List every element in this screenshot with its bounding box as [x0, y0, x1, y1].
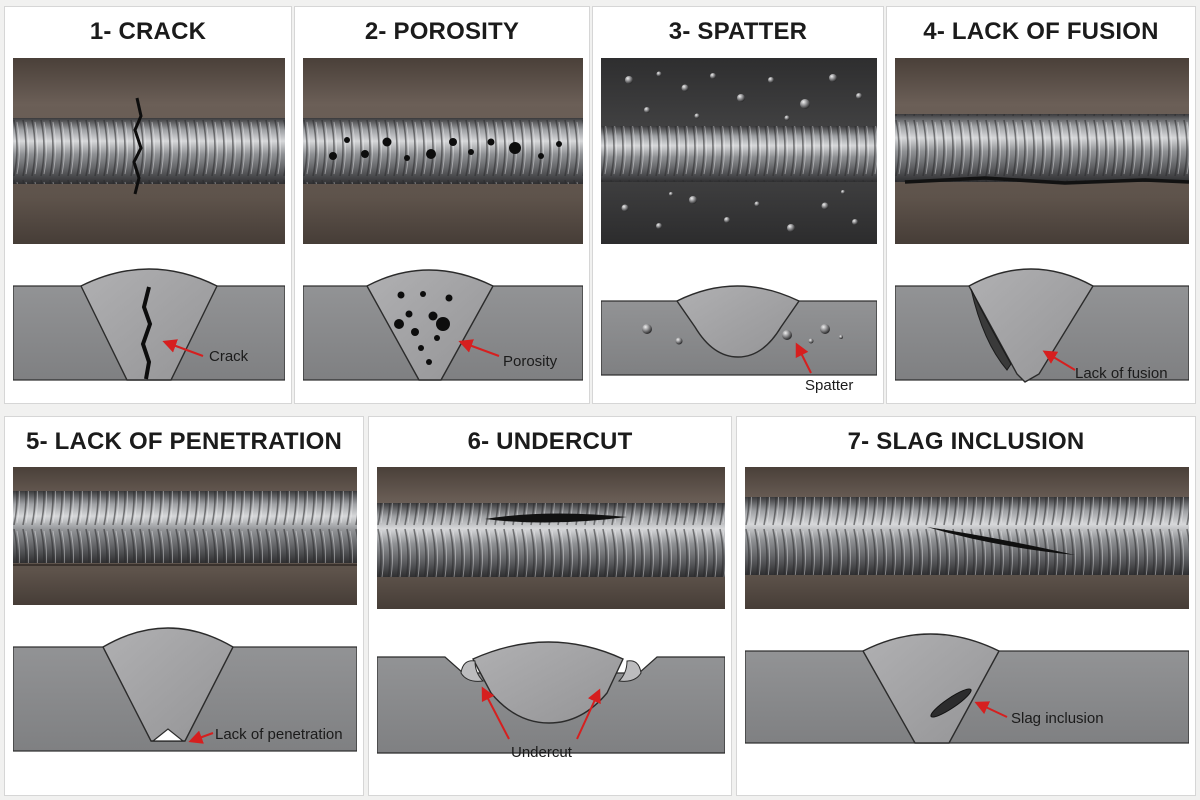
weld-diagram-porosity: Porosity: [303, 269, 583, 381]
undercut-defect-left: [460, 660, 485, 682]
defect-label: Undercut: [511, 744, 573, 761]
weld-photo-lack-of-penetration: [13, 467, 357, 605]
weld-diagram-crack: Crack: [13, 268, 285, 381]
spatter-icon: [621, 71, 862, 232]
defect-label: Slag inclusion: [1011, 710, 1104, 727]
slag-inclusion-icon: [927, 527, 1075, 555]
lack-of-fusion-icon: [904, 176, 1189, 185]
crack-defect: [140, 286, 153, 380]
defect-label: Crack: [209, 348, 249, 365]
defect-label: Lack of fusion: [1075, 365, 1168, 382]
panel-spatter: 3- SPATTER Spatter: [592, 6, 884, 404]
lack-of-fusion-defect: [970, 288, 1012, 371]
weld-diagram-slag-inclusion: Slag inclusion: [745, 633, 1189, 744]
panel-crack: 1- CRACK Crack: [4, 6, 292, 404]
porosity-defect: [394, 291, 453, 365]
weld-diagram-spatter: Spatter: [601, 285, 877, 394]
panel-title: 1- CRACK: [89, 18, 207, 45]
defect-label: Spatter: [805, 377, 853, 394]
crack-icon: [132, 97, 143, 195]
weld-photo-crack: [13, 58, 285, 244]
panel-title: 7- SLAG INCLUSION: [847, 428, 1085, 455]
panel-undercut: 6- UNDERCUT Undercut: [368, 416, 732, 796]
weld-diagram-lack-of-fusion: Lack of fusion: [895, 268, 1189, 383]
defect-label: Lack of penetration: [215, 726, 343, 743]
porosity-icon: [329, 137, 562, 161]
undercut-defect-right: [617, 660, 642, 682]
panel-porosity: 2- POROSITY Porosity: [294, 6, 590, 404]
weld-diagram-undercut: Undercut: [377, 641, 725, 761]
panel-title: 2- POROSITY: [364, 18, 520, 45]
defect-label: Porosity: [503, 353, 558, 370]
panel-lack-of-fusion: 4- LACK OF FUSION Lack of fusion: [886, 6, 1196, 404]
panel-slag-inclusion: 7- SLAG INCLUSION Slag inclusion: [736, 416, 1196, 796]
weld-photo-porosity: [303, 58, 583, 244]
spatter-defect: [642, 324, 843, 345]
lack-of-penetration-defect: [151, 728, 185, 742]
weld-photo-slag-inclusion: [745, 467, 1189, 609]
panel-title: 3- SPATTER: [668, 18, 808, 45]
undercut-icon: [485, 513, 627, 523]
panel-title: 4- LACK OF FUSION: [923, 18, 1159, 45]
slag-inclusion-defect: [930, 688, 972, 718]
panel-title: 6- UNDERCUT: [467, 428, 633, 455]
weld-diagram-lack-of-penetration: Lack of penetration: [13, 627, 357, 752]
weld-photo-undercut: [377, 467, 725, 609]
weld-photo-lack-of-fusion: [895, 58, 1189, 244]
panel-lack-of-penetration: 5- LACK OF PENETRATION Lack of penetrati…: [4, 416, 364, 796]
weld-photo-spatter: [601, 58, 877, 244]
panel-title: 5- LACK OF PENETRATION: [26, 428, 342, 455]
